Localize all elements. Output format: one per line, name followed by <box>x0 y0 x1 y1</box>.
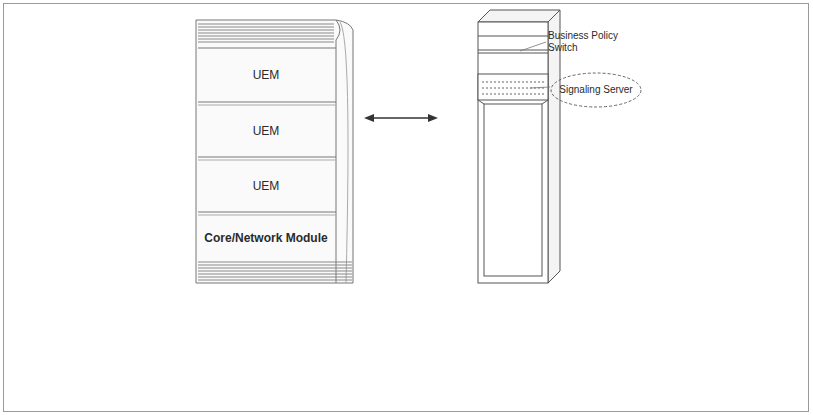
link-arrow <box>364 114 438 122</box>
node-text: UEM <box>253 124 280 138</box>
module-band: UEM <box>198 162 334 210</box>
figure-frame <box>4 4 809 412</box>
rack-drawing <box>478 10 560 283</box>
leader-line <box>530 87 550 88</box>
oval-outline <box>551 73 641 107</box>
node-text: Signaling Server <box>553 84 638 96</box>
module-band: UEM <box>198 50 334 100</box>
callout-oval: Signaling Server <box>550 72 642 108</box>
leader-line <box>520 42 546 51</box>
node-text: Core/Network Module <box>204 231 327 246</box>
node-text: UEM <box>253 179 280 193</box>
module-band: UEM <box>198 107 334 155</box>
cabinet-drawing <box>196 20 353 283</box>
module-band: Core/Network Module <box>198 217 334 260</box>
node-text: UEM <box>253 68 280 82</box>
callout-label: Business Policy Switch <box>548 30 620 54</box>
